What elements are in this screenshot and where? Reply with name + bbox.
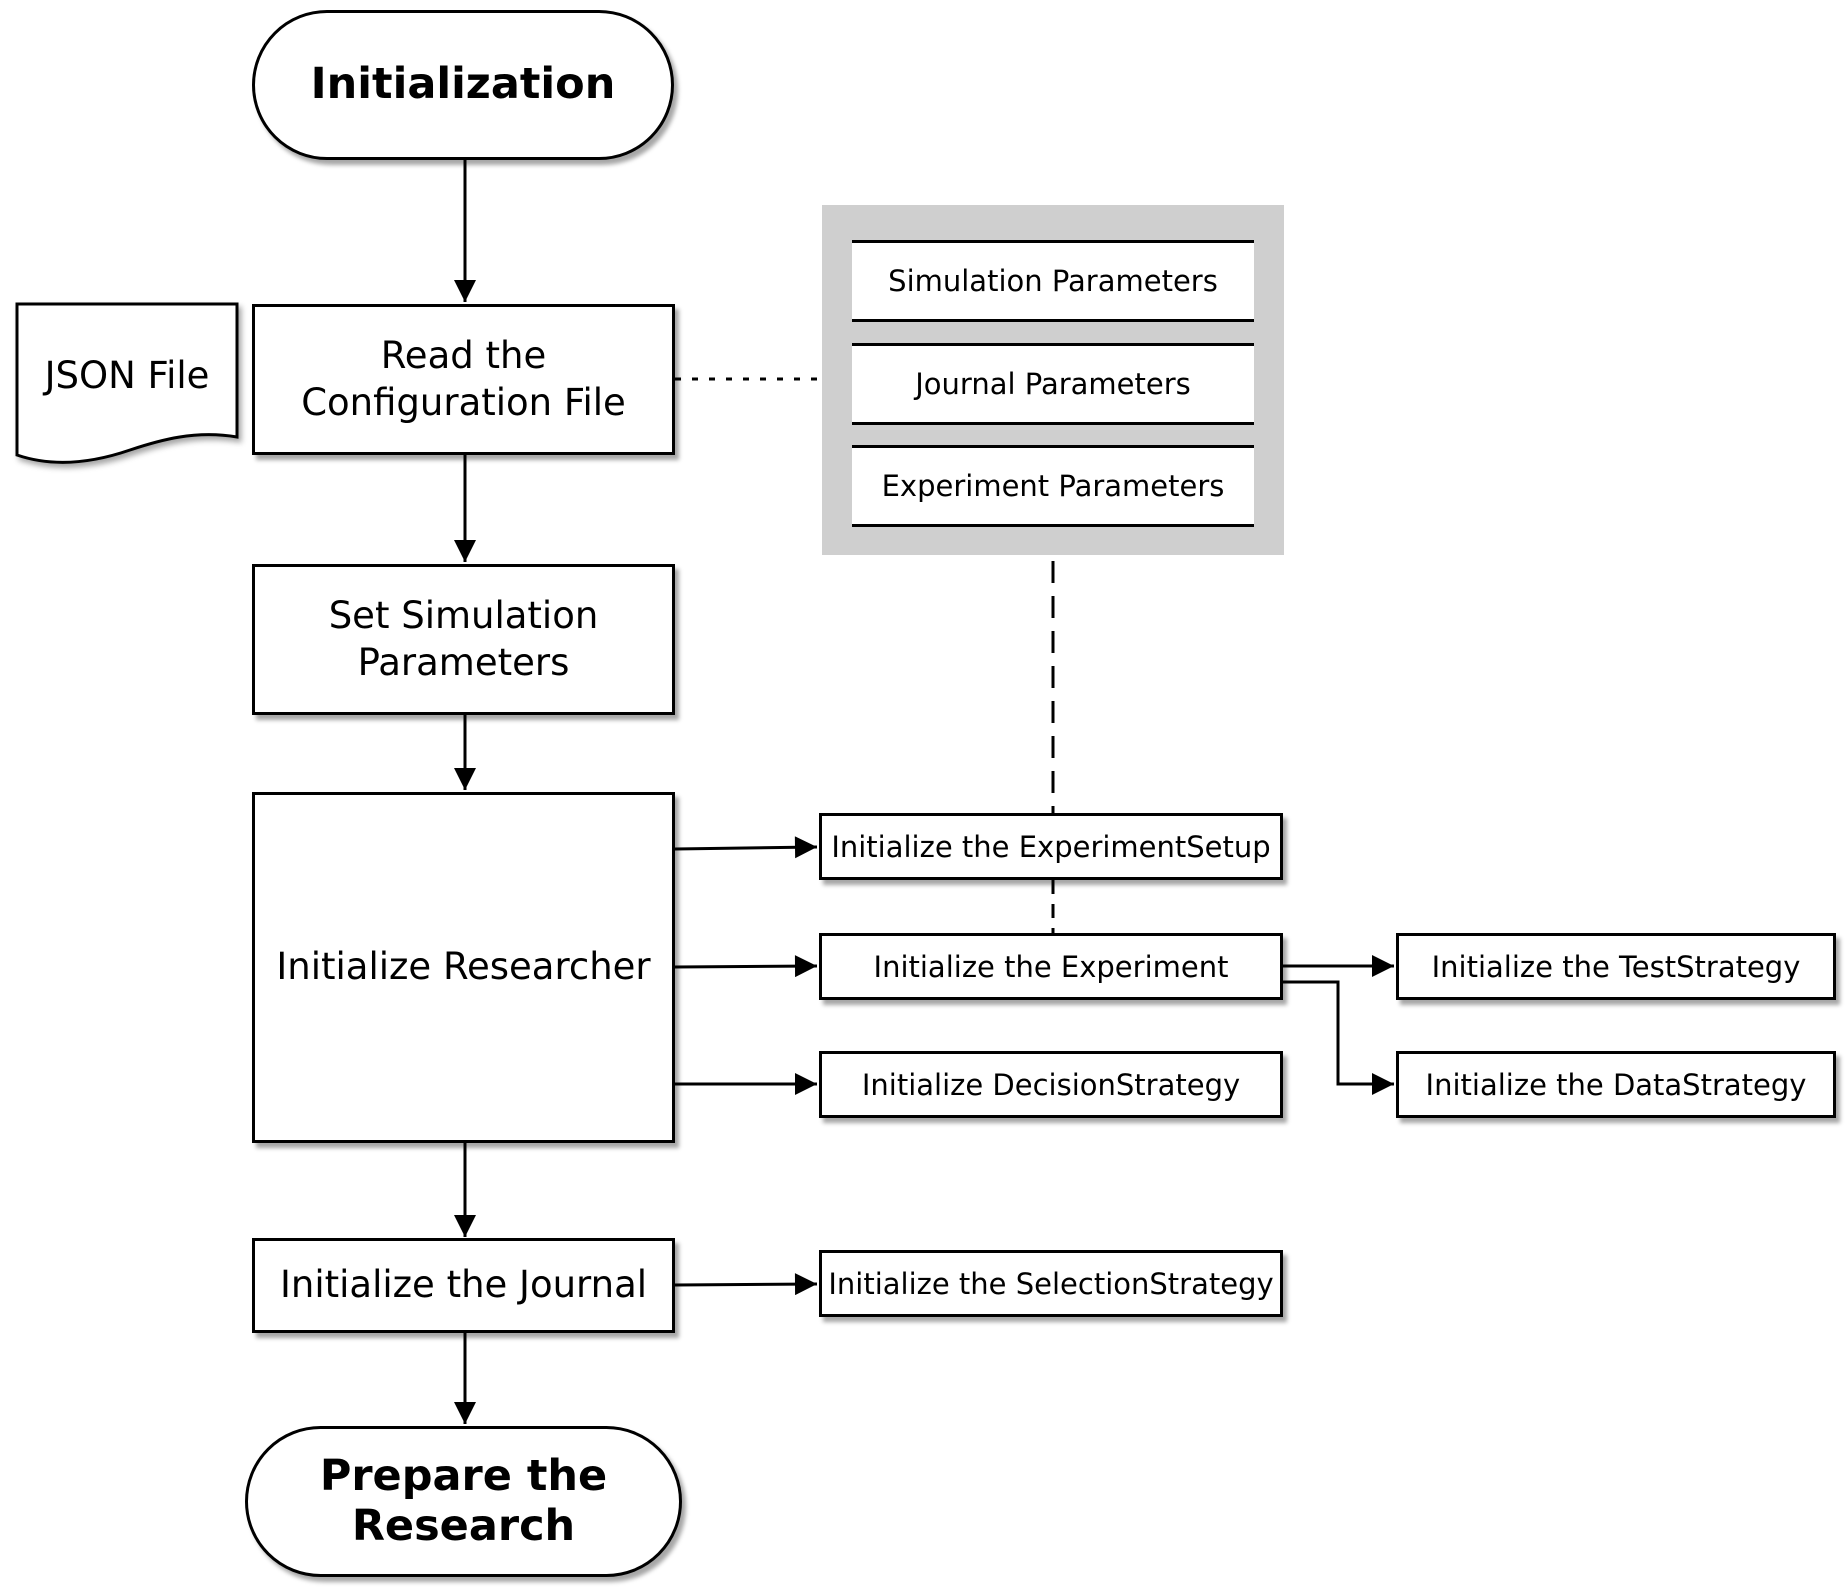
init-journal-label: Initialize the Journal (279, 1263, 648, 1307)
config-section-simulation-label: Simulation Parameters (888, 264, 1218, 298)
json-file-document (15, 302, 239, 464)
init-data-strategy-label: Initialize the DataStrategy (1425, 1067, 1807, 1102)
init-experiment-label: Initialize the Experiment (873, 949, 1229, 984)
start-label: Initialization (310, 59, 616, 110)
read-config-step: Read the Configuration File (252, 304, 675, 455)
config-section-journal: Journal Parameters (852, 343, 1254, 425)
init-decision-strategy-label: Initialize DecisionStrategy (861, 1067, 1241, 1102)
config-section-experiment-label: Experiment Parameters (881, 469, 1225, 503)
arrow-experiment-to-data (1283, 980, 1394, 1095)
config-section-simulation: Simulation Parameters (852, 240, 1254, 322)
config-section-experiment: Experiment Parameters (852, 445, 1254, 527)
set-params-label-line2: Parameters (357, 640, 570, 684)
read-config-label-line1: Read the (380, 333, 547, 377)
read-config-label-line2: Configuration File (301, 380, 626, 424)
json-file-label: JSON File (44, 354, 210, 397)
start-terminal: Initialization (252, 10, 674, 160)
init-experiment-step: Initialize the Experiment (819, 933, 1283, 1000)
init-data-strategy-step: Initialize the DataStrategy (1396, 1051, 1836, 1118)
config-sections-panel: Simulation Parameters Journal Parameters… (822, 205, 1284, 555)
init-journal-step: Initialize the Journal (252, 1238, 675, 1333)
end-label-line2: Research (351, 1500, 576, 1551)
init-selection-strategy-step: Initialize the SelectionStrategy (819, 1250, 1283, 1317)
end-terminal: Prepare the Research (245, 1426, 682, 1577)
arrow-researcher-to-experiment (674, 955, 818, 978)
init-selection-strategy-label: Initialize the SelectionStrategy (828, 1266, 1274, 1301)
end-label-line1: Prepare the (319, 1451, 608, 1502)
init-experiment-setup-label: Initialize the ExperimentSetup (831, 829, 1271, 864)
arrow-researcher-to-setup (674, 836, 818, 859)
init-researcher-label: Initialize Researcher (276, 945, 651, 989)
set-params-step: Set Simulation Parameters (252, 564, 675, 715)
init-experiment-setup-step: Initialize the ExperimentSetup (819, 813, 1283, 880)
init-test-strategy-label: Initialize the TestStrategy (1431, 949, 1801, 984)
arrow-journal-to-selection (674, 1273, 818, 1296)
config-section-journal-label: Journal Parameters (915, 367, 1191, 401)
init-researcher-step: Initialize Researcher (252, 792, 675, 1143)
set-params-label-line1: Set Simulation (328, 593, 599, 637)
init-decision-strategy-step: Initialize DecisionStrategy (819, 1051, 1283, 1118)
init-test-strategy-step: Initialize the TestStrategy (1396, 933, 1836, 1000)
